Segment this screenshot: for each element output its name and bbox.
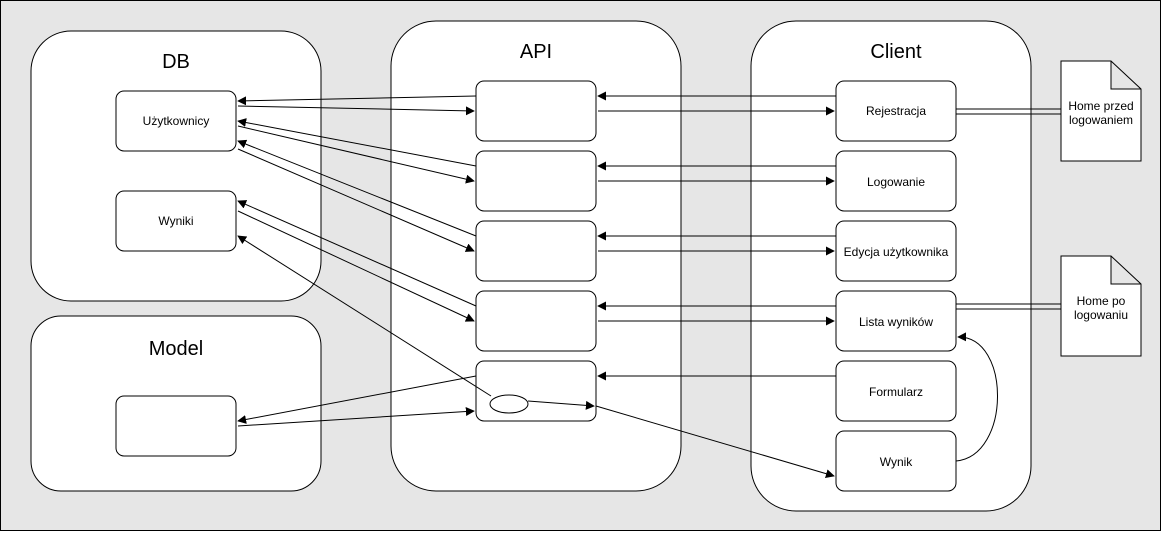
db-title: DB: [162, 51, 190, 73]
client-logowanie-box: [835, 150, 957, 212]
db-results-box: [115, 190, 237, 252]
model-title: Model: [149, 338, 203, 360]
client-api-arrows: [595, 91, 836, 479]
api-endpoint-4: [475, 290, 597, 352]
db-users-box: [115, 90, 237, 152]
wynik-to-lista-arrow: [955, 332, 998, 462]
client-logowanie-label: Logowanie: [867, 175, 925, 189]
doc-home-after-line2: logowaniu: [1074, 308, 1128, 322]
db-container: [30, 30, 322, 302]
api-endpoint-5: [475, 360, 597, 422]
model-box: [115, 395, 237, 457]
client-formularz-box: [835, 360, 957, 422]
client-title: Client: [870, 41, 922, 63]
db-results-label: Wyniki: [158, 214, 193, 228]
client-rejestracja-box: [835, 80, 957, 142]
client-formularz-label: Formularz: [869, 385, 923, 399]
doc-home-before-shape: [1060, 60, 1142, 162]
api-title: API: [520, 41, 552, 63]
doc-home-after-shape: [1060, 255, 1142, 357]
api-model-arrows: [237, 235, 595, 427]
doc-links: [956, 108, 1061, 310]
api-endpoint-1: [475, 80, 597, 142]
doc-home-before-line1: Home przed: [1068, 99, 1133, 113]
api-db-arrows: [237, 95, 477, 322]
client-edycja-box: [835, 220, 957, 282]
client-wynik-label: Wynik: [880, 455, 914, 469]
client-edycja-label: Edycja użytkownika: [844, 245, 949, 259]
doc-home-before-line2: logowaniem: [1069, 113, 1133, 127]
api-endpoint-2: [475, 150, 597, 212]
client-lista-box: [835, 290, 957, 352]
db-users-label: Użytkownicy: [143, 114, 210, 128]
client-lista-label: Lista wyników: [859, 315, 933, 329]
api-endpoint-3: [475, 220, 597, 282]
doc-home-after-line1: Home po: [1077, 294, 1126, 308]
api-process-ellipse: [489, 394, 529, 414]
client-rejestracja-label: Rejestracja: [866, 104, 926, 118]
